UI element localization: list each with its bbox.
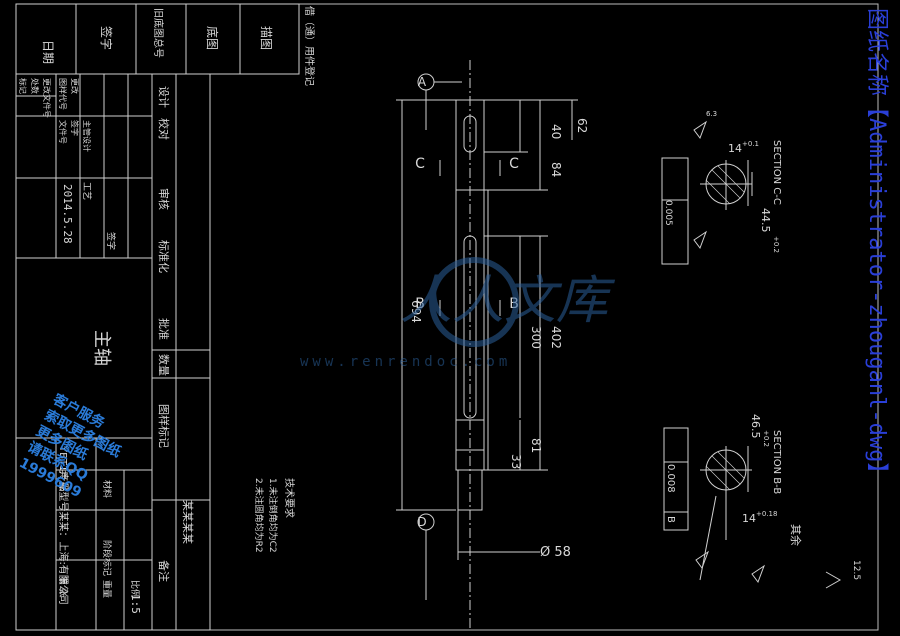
tb-weight: 重量 xyxy=(101,580,113,598)
section-c-view xyxy=(661,120,753,265)
dim-diameter: Ø 58 xyxy=(540,545,571,560)
tb-qty: 数量 xyxy=(157,354,170,376)
section-c-texts: SECTION C-C 14 +0.1 44.5 +0.2 0.005 6.3 xyxy=(663,110,782,253)
tb-date-value: 2014.5.28 xyxy=(61,184,74,244)
tb-cell: 更改 xyxy=(70,78,80,94)
tb-review: 审核 xyxy=(157,188,171,210)
sec-b-datum: B xyxy=(665,516,676,523)
tb-std: 标准化 xyxy=(157,240,171,273)
sec-b-depth-tol: +0.2 xyxy=(762,430,770,447)
tb-cell: 处数 xyxy=(30,78,40,94)
section-b-mark-left: B xyxy=(415,296,425,312)
keyway-upper xyxy=(463,115,477,153)
tb-scale: 比例 xyxy=(129,580,141,598)
tb-date: 日期 xyxy=(41,40,55,64)
title-block-labels: 日期 签字 旧底图总号 底图 描图 借（通）用件登记 标记 处数 更改文件号 图… xyxy=(18,6,316,614)
tb-project: 某某某某 xyxy=(181,500,194,544)
sec-b-depth: 46.5 xyxy=(749,414,762,439)
tech-req-title: 技术要求 xyxy=(283,478,296,518)
tb-scale-value: 1:5 xyxy=(129,594,142,614)
keyway-lower xyxy=(463,235,477,419)
section-c-mark-right: C xyxy=(509,156,519,172)
tb-remark: 备注 xyxy=(157,560,171,582)
sec-c-width-tol: +0.1 xyxy=(742,140,759,148)
dim-81: 81 xyxy=(529,438,543,453)
tb-material: 材料 xyxy=(101,480,113,498)
dim-84: 84 xyxy=(549,162,563,177)
tb-check: 校对 xyxy=(157,118,171,140)
tb-cell: 签字 xyxy=(70,120,80,136)
sec-b-width: 14 xyxy=(742,512,756,525)
dim-40: 40 xyxy=(549,124,563,139)
watermark-url: www.renrendoc.com xyxy=(300,354,511,370)
tb-tag: 图样标记 xyxy=(157,404,171,448)
tb-cell: 文件号 xyxy=(58,120,68,144)
rough-6-3-c: 6.3 xyxy=(706,110,717,118)
roughness-corner: 12.5 xyxy=(825,560,861,589)
tb-cell: 图样代号 xyxy=(58,78,68,110)
tech-req-line-2: 2.未注圆角均为R2 xyxy=(253,478,265,553)
tb-cell: 工艺 xyxy=(81,182,92,200)
service-stamp: 客户服务 索取更多图纸 更多图纸 请联系QQ 1999609 xyxy=(16,390,124,501)
tech-requirements: 技术要求 1.未注倒角均为C2 2.未注圆角均为R2 xyxy=(253,478,296,553)
section-b-view xyxy=(663,427,766,584)
tb-reg: 借（通）用件登记 xyxy=(303,6,316,86)
section-b-title: SECTION B-B xyxy=(771,430,782,494)
tb-design: 设计 xyxy=(157,86,170,108)
dim-total-length: 694 xyxy=(409,300,423,323)
tb-sheet-no: 第 张 xyxy=(57,576,69,597)
section-b-texts: SECTION B-B 46.5 +0.2 14 +0.18 0.008 B 其… xyxy=(665,414,803,546)
tb-sign: 签字 xyxy=(99,26,114,50)
dim-300: 300 xyxy=(529,326,543,349)
main-view-dims: A D C C B B 694 62 40 84 402 300 81 33 Ø… xyxy=(409,75,589,560)
tb-stage: 阶段标记 xyxy=(101,540,113,576)
datum-a-label: A xyxy=(418,75,427,89)
title-block xyxy=(15,3,300,631)
tb-trace: 描图 xyxy=(259,26,273,50)
tb-sheets: 共 张 xyxy=(57,470,68,491)
tb-old-base: 旧底图总号 xyxy=(152,8,165,58)
dim-402: 402 xyxy=(549,326,563,349)
rough-12-5: 12.5 xyxy=(851,560,861,580)
dim-33: 33 xyxy=(509,454,523,469)
company-name: YBT1产品型号某某：上海:有限公司 xyxy=(57,445,70,605)
tb-cell: 主管设计 xyxy=(82,120,92,152)
tb-cell: 标记 xyxy=(18,78,28,94)
vertical-title: 图纸名称【Administrator-zhouganl-dwg】 xyxy=(864,8,889,484)
sec-b-tolerance: 0.008 xyxy=(665,464,676,493)
section-c-mark-left: C xyxy=(415,156,425,172)
other-label: 其余 xyxy=(789,524,803,546)
tb-base: 底图 xyxy=(205,26,220,50)
tb-approve: 批准 xyxy=(157,318,171,340)
sec-c-depth: 44.5 xyxy=(759,208,772,233)
sec-c-width: 14 xyxy=(728,142,742,155)
watermark: 人人文库 www.renrendoc.com xyxy=(300,257,616,370)
tb-cell: 更改文件号 xyxy=(42,78,52,118)
tb-cell: 签字 xyxy=(105,232,117,250)
part-name: 主轴 xyxy=(91,330,112,366)
sec-c-depth-tol: +0.2 xyxy=(772,236,780,253)
watermark-brand: 人人文库 xyxy=(400,271,616,331)
dim-62: 62 xyxy=(575,118,589,133)
sec-b-width-tol: +0.18 xyxy=(756,510,777,518)
sec-c-tolerance: 0.005 xyxy=(663,200,673,226)
datum-d-label: D xyxy=(417,515,426,529)
tech-req-line-1: 1.未注倒角均为C2 xyxy=(267,478,279,553)
section-c-title: SECTION C-C xyxy=(771,140,782,205)
